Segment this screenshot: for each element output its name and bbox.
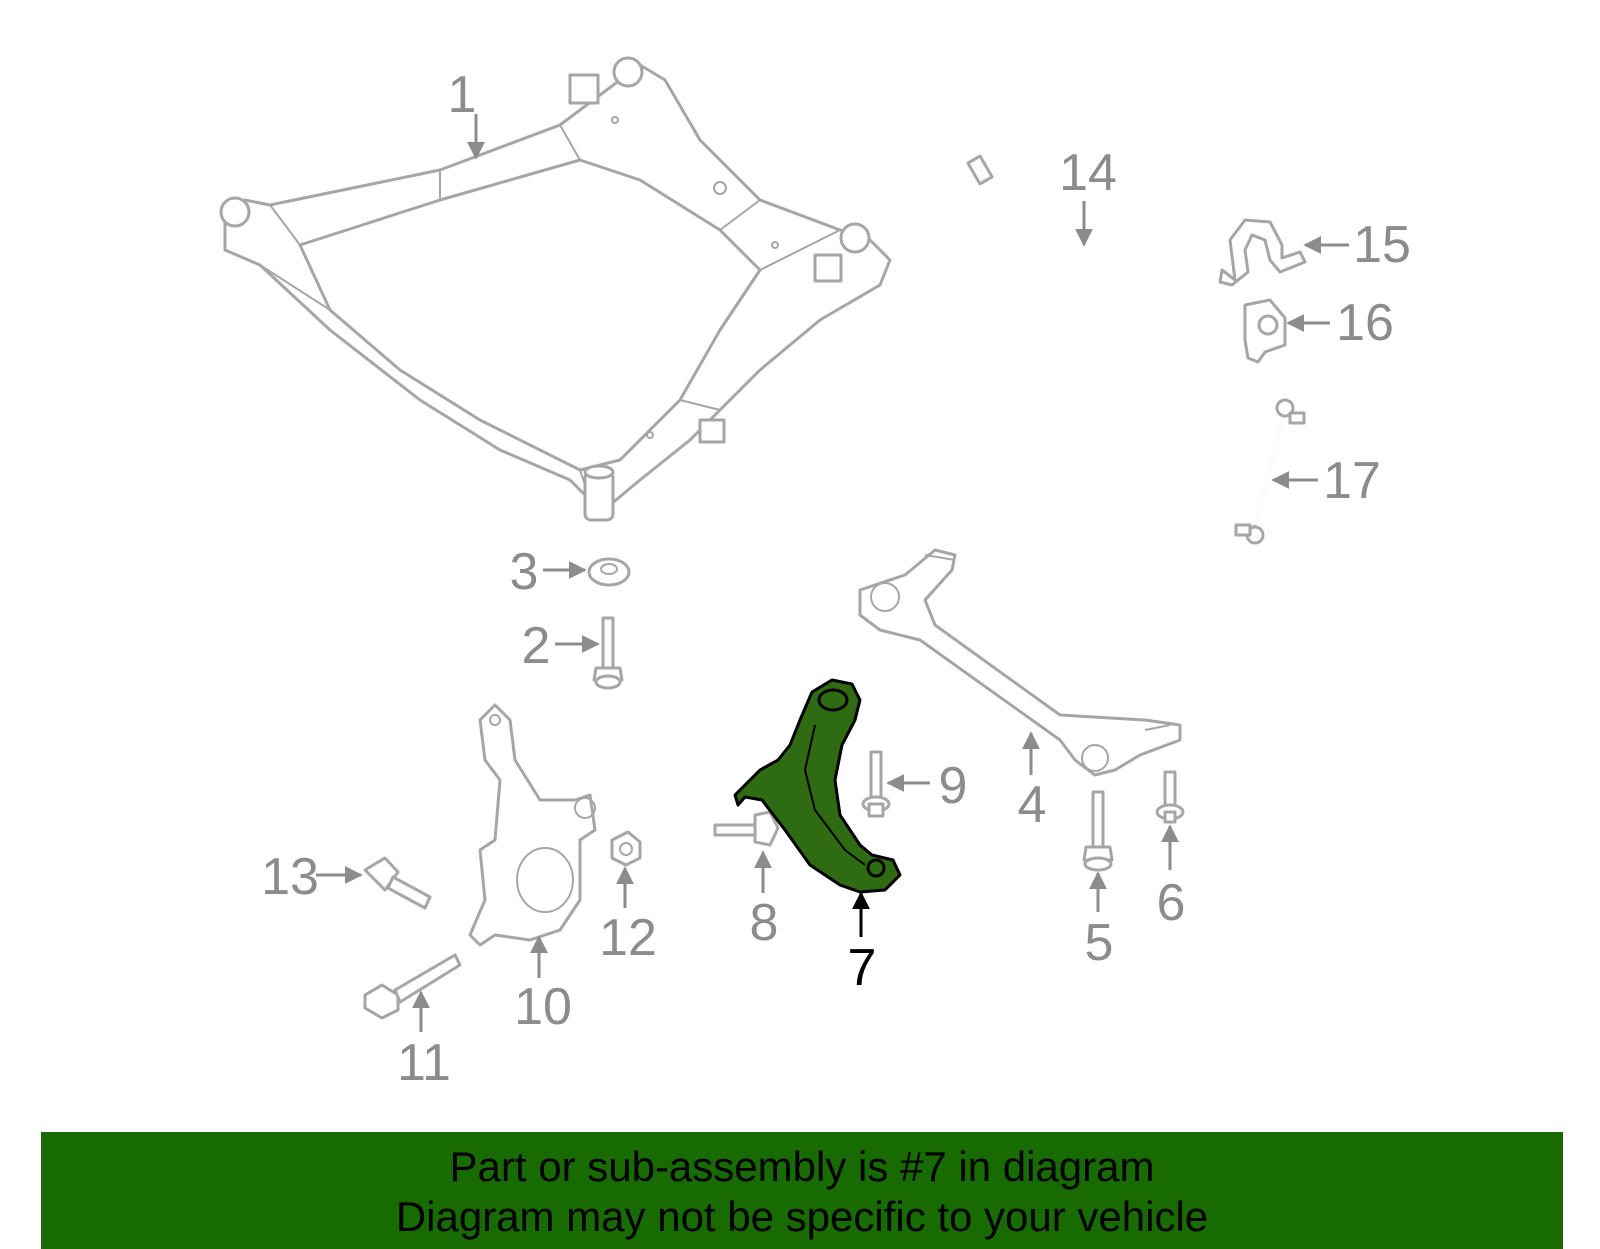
callout-4: 4 — [1018, 731, 1047, 834]
callout-2-label: 2 — [522, 617, 551, 675]
callout-9-label: 9 — [939, 757, 968, 815]
callout-11: 11 — [397, 990, 451, 1092]
callout-2: 2 — [522, 617, 600, 675]
callout-15-label: 15 — [1353, 216, 1411, 274]
part-10-knuckle — [468, 703, 597, 947]
callout-9: 9 — [886, 757, 968, 815]
callout-3-label: 3 — [510, 543, 539, 601]
callout-5: 5 — [1085, 871, 1114, 972]
part-2-bolt — [592, 616, 624, 690]
callout-10-label: 10 — [514, 978, 572, 1036]
callout-15: 15 — [1303, 216, 1411, 274]
part-7-lower-control-arm — [733, 678, 902, 894]
callout-14: 14 — [1059, 144, 1117, 247]
callout-7: 7 — [848, 891, 877, 997]
callout-12-label: 12 — [599, 909, 657, 967]
callout-17-label: 17 — [1323, 452, 1381, 510]
part-6-bolt — [1155, 770, 1185, 824]
callout-8: 8 — [750, 850, 779, 952]
callout-6: 6 — [1157, 824, 1186, 932]
part-13-bolt — [363, 856, 432, 910]
callout-1-label: 1 — [448, 66, 477, 124]
part-5-bolt — [1082, 790, 1114, 872]
callout-14-label: 14 — [1059, 144, 1117, 202]
part-8-bolt — [713, 810, 780, 847]
callout-4-label: 4 — [1018, 776, 1047, 834]
part-12-nut — [610, 830, 642, 867]
part-4-member — [858, 548, 1182, 777]
callout-8-label: 8 — [750, 894, 779, 952]
callout-1: 1 — [448, 66, 485, 160]
callout-13-label: 13 — [261, 848, 319, 906]
callout-6-label: 6 — [1157, 874, 1186, 932]
callout-16-label: 16 — [1336, 294, 1394, 352]
callout-17: 17 — [1271, 452, 1381, 510]
part-11-bolt — [363, 953, 462, 1020]
part-17-stabilizer-link — [1234, 398, 1306, 545]
callout-13: 13 — [261, 848, 363, 906]
banner-line-1: Part or sub-assembly is #7 in diagram — [449, 1143, 1155, 1190]
parts-diagram: 1 2 3 4 5 6 7 8 9 10 11 12 — [219, 56, 1411, 1092]
part-9-bolt — [861, 750, 891, 818]
callout-5-label: 5 — [1085, 914, 1114, 972]
part-3-washer — [587, 557, 631, 587]
part-15-stabilizer-bracket — [1218, 218, 1307, 287]
part-14-stabilizer-bar — [809, 122, 1188, 433]
callout-12: 12 — [599, 866, 657, 967]
callout-3: 3 — [510, 543, 587, 601]
banner-line-2: Diagram may not be specific to your vehi… — [395, 1193, 1209, 1240]
part-16-stabilizer-bushing — [1243, 298, 1287, 364]
callout-7-label: 7 — [848, 939, 877, 997]
callout-11-label: 11 — [397, 1034, 451, 1092]
callout-10: 10 — [514, 935, 572, 1036]
callout-16: 16 — [1286, 294, 1394, 352]
part-1-subframe — [219, 56, 892, 522]
info-banner: Part or sub-assembly is #7 in diagram Di… — [41, 1132, 1563, 1249]
